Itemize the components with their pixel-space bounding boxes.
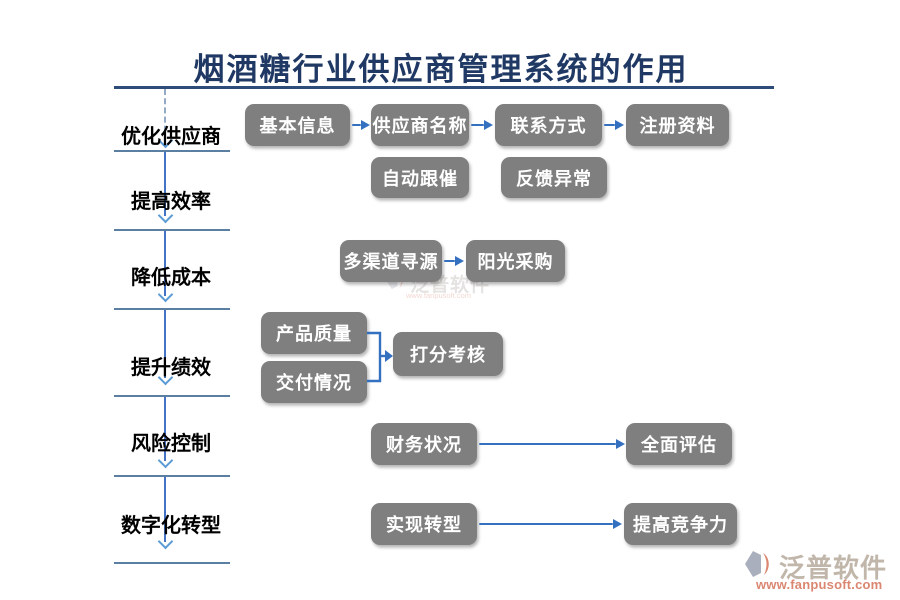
dashed-connector — [164, 89, 166, 141]
arrow-right-icon — [352, 119, 370, 131]
category-underline — [114, 150, 230, 152]
node-sunshine-procurement: 阳光采购 — [466, 240, 565, 282]
category-digital-transformation: 数字化转型 — [121, 515, 221, 537]
category-underline — [114, 475, 230, 477]
category-optimize-suppliers: 优化供应商 — [121, 126, 221, 148]
title-underline — [114, 86, 774, 89]
flow-line-segment — [164, 231, 166, 296]
arrow-right-icon — [479, 518, 622, 530]
node-auto-follow-up: 自动跟催 — [371, 157, 469, 198]
flow-line-segment — [164, 477, 166, 542]
node-registration-info: 注册资料 — [626, 104, 729, 146]
node-comprehensive-evaluation: 全面评估 — [626, 423, 732, 465]
arrow-right-icon — [479, 438, 625, 450]
category-underline — [114, 229, 230, 231]
flow-line-segment — [164, 152, 166, 216]
category-underline — [114, 395, 230, 397]
category-improve-performance: 提升绩效 — [131, 357, 211, 379]
node-scoring-assessment: 打分考核 — [393, 332, 503, 376]
brand-url: www.fanpusoft.com — [756, 577, 883, 592]
flow-line-segment — [164, 397, 166, 461]
merge-bracket-arrow-icon — [367, 331, 393, 383]
category-underline — [114, 562, 230, 564]
node-product-quality: 产品质量 — [261, 312, 367, 354]
flow-line-segment — [164, 310, 166, 378]
category-risk-control: 风险控制 — [131, 433, 211, 455]
node-contact-method: 联系方式 — [495, 104, 602, 146]
category-reduce-costs: 降低成本 — [131, 267, 211, 289]
node-financial-status: 财务状况 — [371, 423, 477, 465]
node-improve-competitiveness: 提高竞争力 — [624, 503, 737, 545]
brand-logo: 泛普软件 www.fanpusoft.com — [742, 546, 900, 596]
node-multi-channel-sourcing: 多渠道寻源 — [340, 240, 442, 282]
category-underline — [114, 308, 230, 310]
watermark-brand-url: www.fanpusoft.com — [406, 291, 472, 300]
arrow-right-icon — [444, 255, 464, 267]
arrow-right-icon — [471, 119, 493, 131]
fanpu-logo-icon — [745, 551, 769, 577]
arrow-right-icon — [604, 119, 624, 131]
category-improve-efficiency: 提高效率 — [131, 191, 211, 213]
node-achieve-transformation: 实现转型 — [371, 503, 477, 545]
brand-name: 泛普软件 — [779, 553, 888, 583]
node-delivery-status: 交付情况 — [261, 361, 367, 403]
node-basic-info: 基本信息 — [245, 104, 350, 146]
node-feedback-exception: 反馈异常 — [501, 157, 607, 198]
node-supplier-name: 供应商名称 — [371, 104, 469, 146]
page-title: 烟酒糖行业供应商管理系统的作用 — [193, 52, 689, 87]
